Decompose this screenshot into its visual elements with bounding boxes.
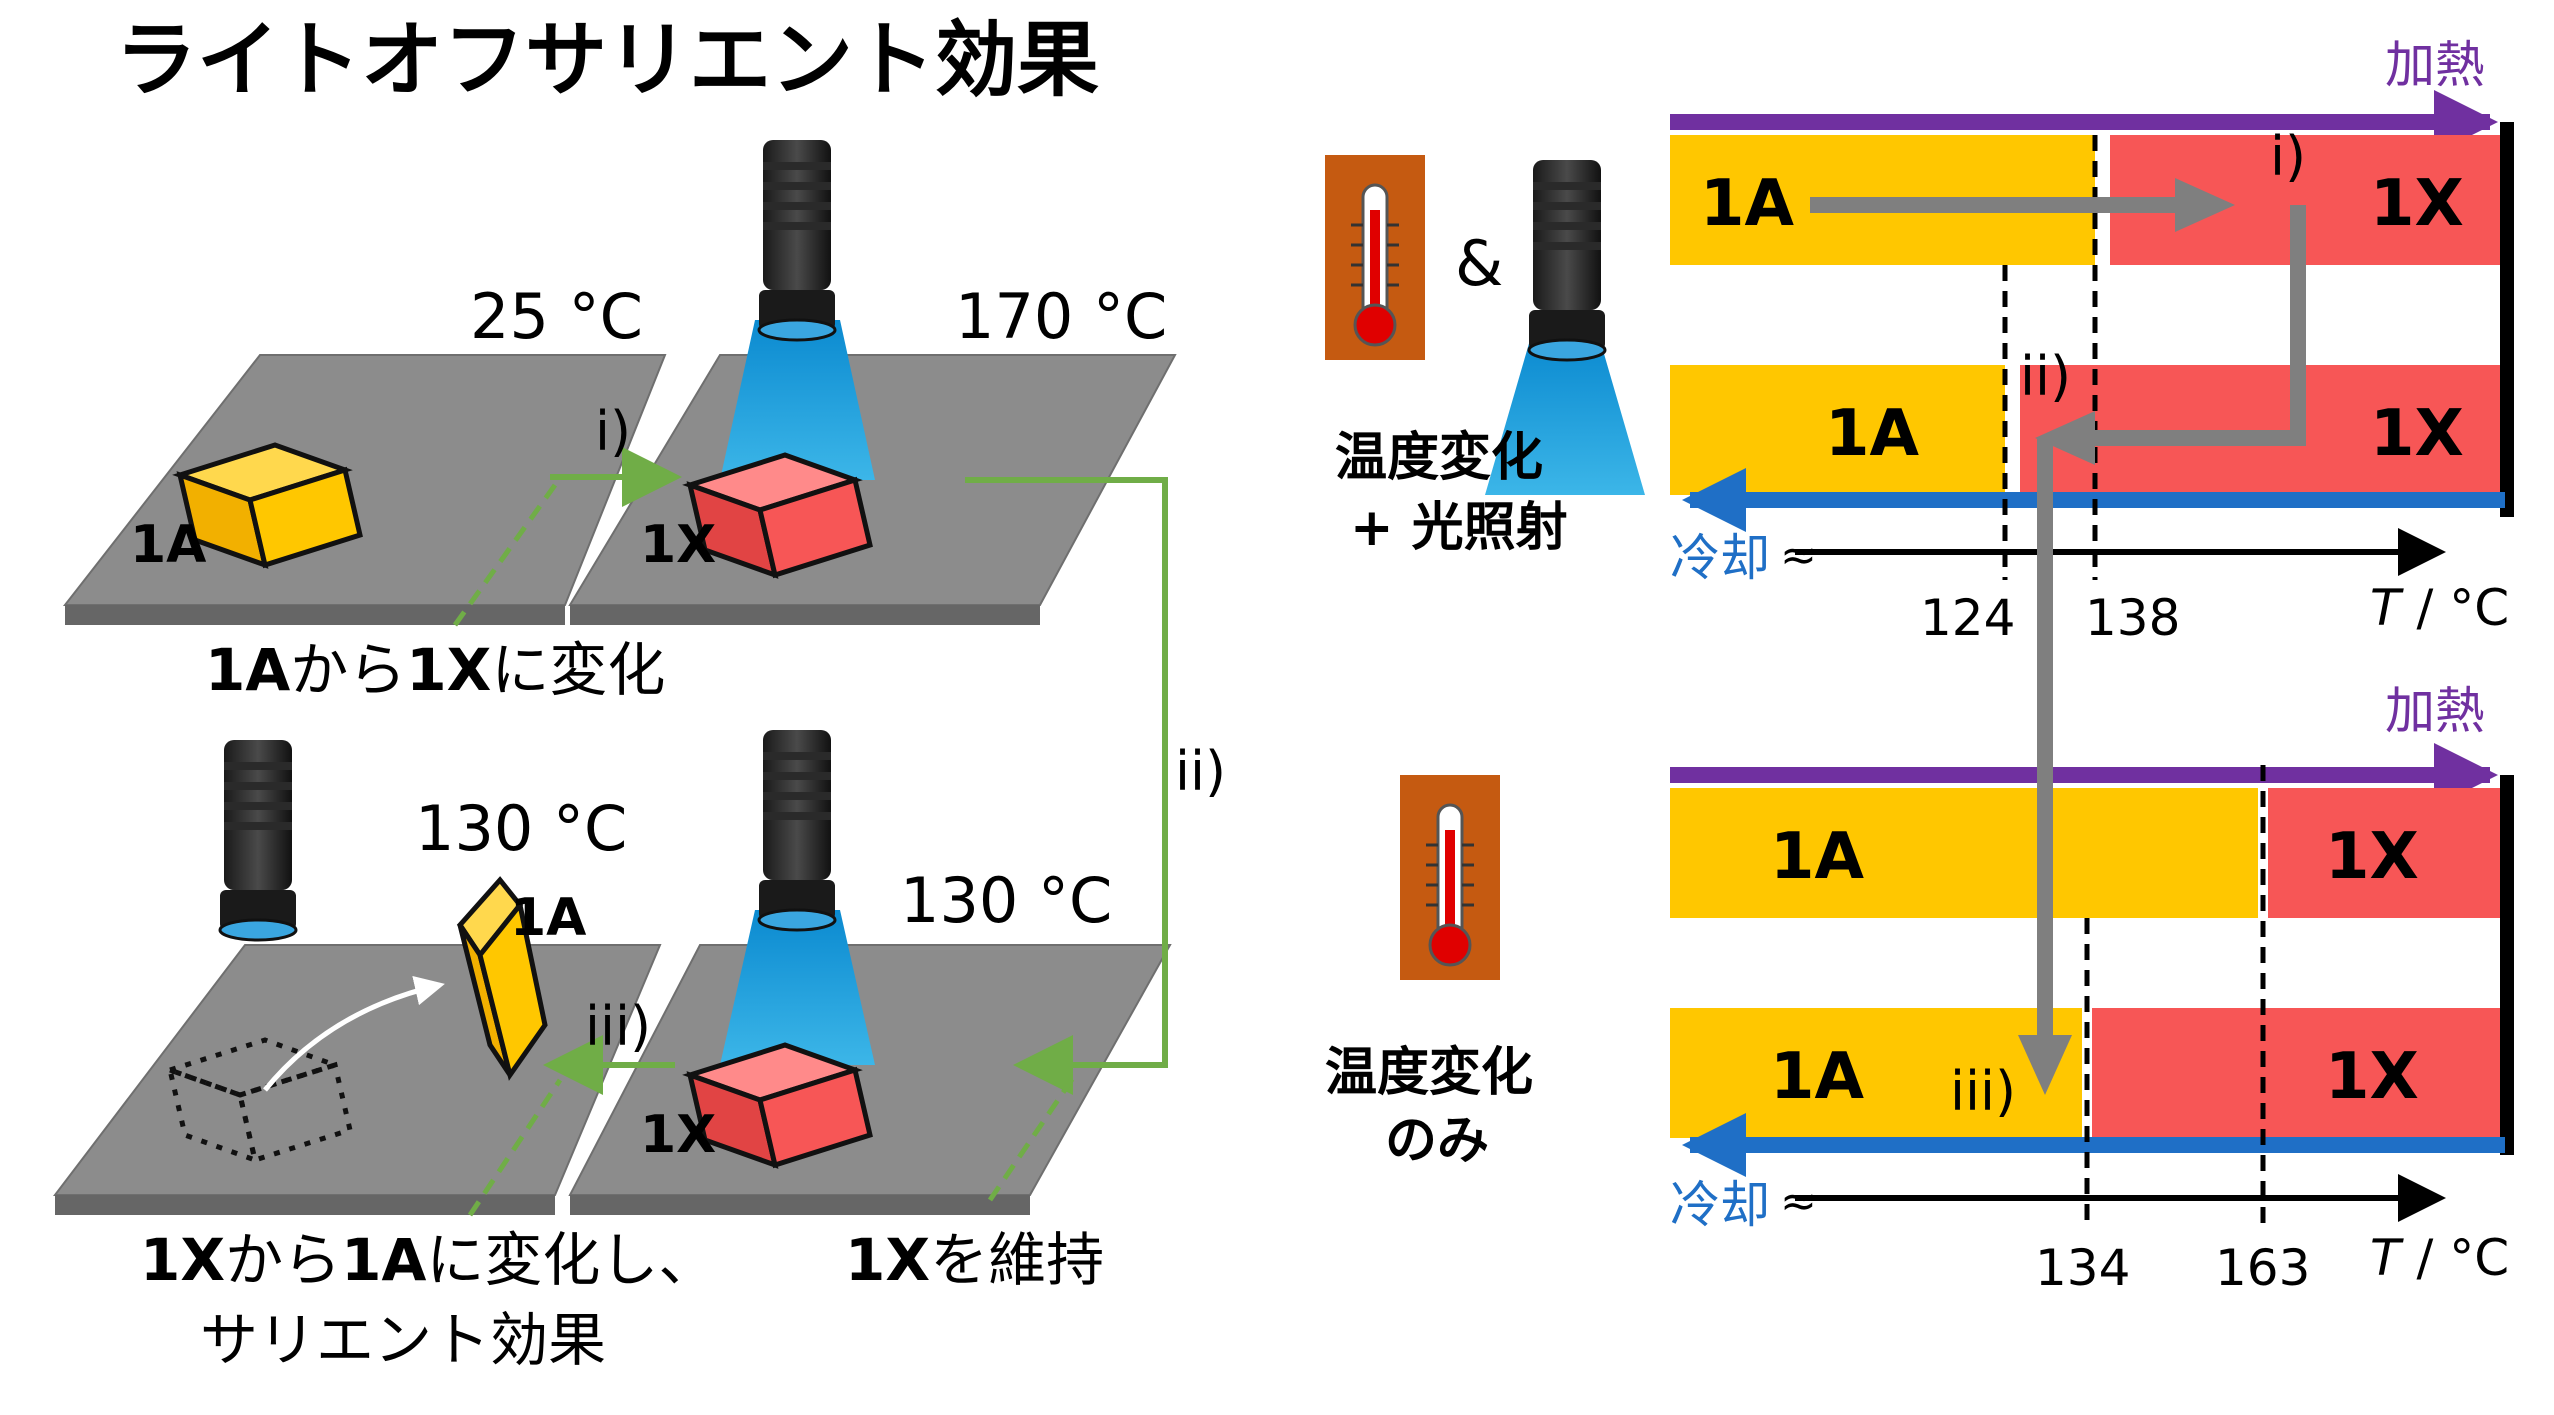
- left-schematic: 1A 1X 1X 1A 25 °C: [52, 138, 1226, 1374]
- caption-bottom-left-line2: サリエント効果: [200, 1306, 606, 1374]
- figure-title: ライトオフサリエント効果: [115, 13, 1099, 108]
- temp-label-170: 170 °C: [955, 280, 1167, 353]
- label-temp-only-line1: 温度変化: [1325, 1043, 1533, 1103]
- bar-bottom-heat-1A: [1670, 788, 2258, 918]
- svg-text:≈: ≈: [1780, 530, 1817, 581]
- step-label-i-right: i): [2270, 125, 2306, 188]
- crystal-1A-block: [172, 442, 363, 569]
- bar-label-bottom-cool-1X: 1X: [2325, 1040, 2419, 1114]
- axis-label-T-top: T / °C: [2370, 579, 2509, 637]
- crystal-label-1A-jumped: 1A: [510, 888, 586, 948]
- cooling-label-top: 冷却: [1670, 529, 1770, 587]
- ampersand: &: [1455, 227, 1503, 300]
- step-label-ii-left: ii): [1175, 740, 1226, 803]
- cooling-label-bottom: 冷却: [1670, 1176, 1770, 1234]
- bar-label-top-cool-1A: 1A: [1825, 397, 1920, 471]
- flashlight-icon-top: [757, 138, 837, 342]
- right-wall-top: [2500, 122, 2514, 517]
- light-beam-right-icon: [1485, 340, 1645, 495]
- crystal-former-position-outline: [162, 1037, 353, 1164]
- tick-163: 163: [2215, 1239, 2310, 1297]
- right-phase-diagrams: & 温度変化 + 光照射 温度変化 のみ 加熱 冷却 ≈ 124 138 T /…: [1323, 36, 2514, 1297]
- jump-arrow: [263, 975, 445, 1092]
- right-wall-bottom: [2500, 775, 2514, 1155]
- temp-label-130-right: 130 °C: [900, 864, 1112, 937]
- bar-label-bottom-heat-1A: 1A: [1770, 820, 1865, 894]
- step-label-iii-left: iii): [585, 995, 651, 1058]
- crystal-label-1X-bottom: 1X: [640, 1105, 716, 1165]
- label-light-line1: 温度変化: [1335, 428, 1543, 488]
- thermometer-icon-bottom: [1398, 773, 1502, 982]
- heating-label-top: 加熱: [2385, 36, 2485, 94]
- thermometer-icon-top: [1323, 153, 1427, 362]
- axis-label-T-bottom: T / °C: [2370, 1229, 2509, 1287]
- crystal-label-1X-top: 1X: [640, 515, 716, 575]
- step-label-iii-right: iii): [1950, 1060, 2016, 1123]
- plate-bottom-left: [52, 944, 662, 1196]
- temp-label-25: 25 °C: [470, 280, 643, 353]
- label-light-line2: + 光照射: [1350, 498, 1568, 558]
- bar-bottom-heat-1X: [2268, 788, 2500, 918]
- caption-bottom-left-line1: 1Xから1Aに変化し、: [140, 1226, 716, 1294]
- crystal-1A-jumped: [456, 876, 548, 1081]
- light-beam-bottom: [720, 910, 875, 1065]
- flashlight-icon-bottom-right: [757, 728, 837, 932]
- crystal-1X-block-top: [682, 452, 873, 579]
- temp-label-130-left: 130 °C: [415, 792, 627, 865]
- bar-label-top-heat-1X: 1X: [2370, 167, 2464, 241]
- tick-134: 134: [2035, 1239, 2130, 1297]
- bar-bottom-cool-1A: [1670, 1008, 2082, 1138]
- bar-label-top-heat-1A: 1A: [1700, 167, 1795, 241]
- tick-124: 124: [1920, 589, 2015, 647]
- crystal-1X-block-bottom: [682, 1042, 873, 1169]
- light-beam-top: [720, 320, 875, 480]
- step-arrow-ii: [965, 477, 1168, 1095]
- caption-top: 1Aから1Xに変化: [205, 636, 665, 704]
- step-label-i-left: i): [595, 400, 631, 463]
- caption-bottom-right: 1Xを維持: [845, 1226, 1104, 1294]
- label-temp-only-line2: のみ: [1385, 1111, 1489, 1171]
- flashlight-icon-right: [1527, 158, 1607, 362]
- bar-label-top-cool-1X: 1X: [2370, 397, 2464, 471]
- step-label-ii-right: ii): [2020, 345, 2071, 408]
- svg-text:≈: ≈: [1780, 1176, 1817, 1227]
- bar-label-bottom-heat-1X: 1X: [2325, 820, 2419, 894]
- crystal-label-1A: 1A: [130, 515, 206, 575]
- bar-bottom-cool-1X: [2092, 1008, 2500, 1138]
- bar-label-bottom-cool-1A: 1A: [1770, 1040, 1865, 1114]
- tick-138: 138: [2085, 589, 2180, 647]
- process-path-arrow: [1810, 178, 2306, 1095]
- flashlight-icon-bottom-left: [218, 738, 298, 942]
- heating-label-bottom: 加熱: [2385, 682, 2485, 740]
